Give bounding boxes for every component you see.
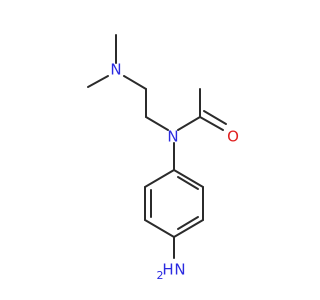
atom-nh2-n: N	[174, 261, 185, 279]
bond-n-methyl-left	[87, 75, 109, 88]
ring-bond-1	[173, 169, 204, 188]
bond-carbonyl-oxygen-1	[199, 116, 224, 131]
bond-ch2-namide	[145, 116, 169, 131]
bond-n-ch2	[123, 75, 147, 90]
atom-n-amide: N	[167, 128, 178, 146]
molecule-canvas: N N O H N 2	[87, 34, 239, 282]
atom-nh2-h: H	[162, 261, 173, 279]
bond-layer	[87, 34, 227, 259]
ring-bond-3	[173, 219, 204, 238]
ring-bond-6	[144, 169, 175, 188]
atom-nh2-subscript: 2	[157, 269, 164, 282]
bond-carbonyl-oxygen-2	[203, 110, 227, 125]
bond-namide-carbonyl	[177, 116, 201, 131]
atom-n-dimethyl: N	[110, 61, 121, 79]
ring-bond-4	[144, 219, 175, 238]
ring-double-1	[177, 176, 199, 190]
atom-o-carbonyl: O	[227, 128, 239, 146]
structure-drawing: N N O H N 2	[87, 34, 239, 282]
ring-double-2	[177, 216, 199, 230]
